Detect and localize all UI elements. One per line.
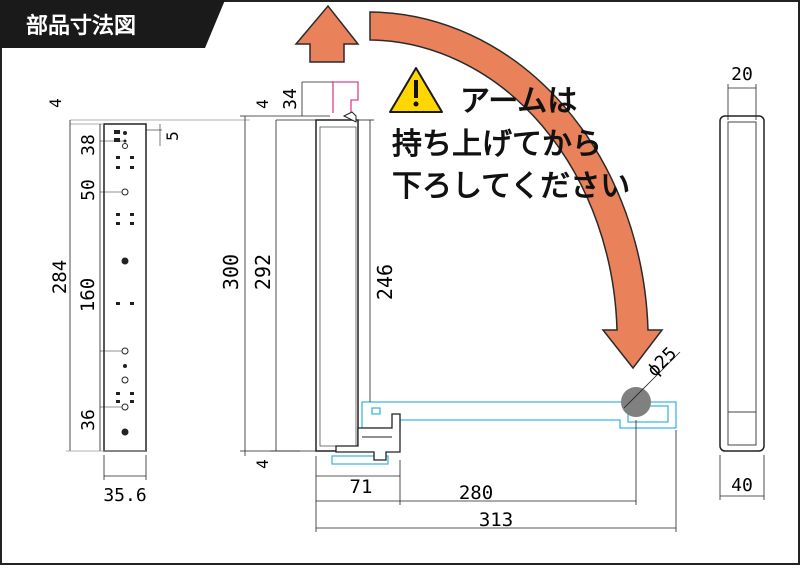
left-dim-284: 284	[49, 260, 71, 294]
left-dim-5: 5	[163, 131, 182, 141]
mid-dim-292: 292	[251, 254, 275, 290]
warning-icon	[389, 67, 443, 113]
header-background	[0, 0, 225, 48]
lift-arrow	[294, 4, 664, 370]
left-dim-top-4: 4	[46, 98, 65, 108]
right-dim-20: 20	[731, 64, 753, 85]
mid-dim-34: 34	[280, 88, 301, 110]
right-dim-40: 40	[731, 475, 753, 496]
side-dim-lines	[240, 81, 681, 532]
bracket-holes-solid	[121, 257, 129, 436]
header-title: 部品寸法図	[26, 13, 136, 39]
bracket-holes-open	[121, 143, 129, 411]
warning-line-1: アームは	[460, 84, 577, 119]
raised-arm-outline	[332, 81, 359, 113]
up-arrow	[294, 4, 360, 63]
warning-line-3: 下ろしてください	[392, 169, 630, 204]
bracket-plate	[103, 123, 147, 452]
left-dim-160: 160	[77, 278, 99, 312]
left-dim-50: 50	[78, 179, 99, 201]
mid-dim-300: 300	[219, 254, 243, 290]
mid-dim-280: 280	[459, 482, 493, 504]
mid-dim-313: 313	[479, 509, 513, 531]
header: 部品寸法図	[0, 0, 225, 48]
side-view: 4 34 300 292 246 4 71 280 313 ϕ25	[219, 81, 681, 532]
curved-arrow	[369, 11, 664, 370]
front-inner	[727, 121, 757, 446]
mid-dim-246: 246	[373, 264, 397, 300]
bracket-slots	[116, 156, 134, 403]
left-dim-35-6: 35.6	[103, 485, 146, 506]
warning-notice: アームは 持ち上げてから 下ろしてください	[389, 67, 630, 204]
knob	[621, 387, 651, 417]
bracket-view	[66, 119, 250, 480]
left-dim-38: 38	[78, 134, 99, 156]
left-dim-36: 36	[78, 409, 99, 431]
mid-dim-bottom-4: 4	[253, 459, 272, 469]
mid-dim-top-4: 4	[253, 99, 272, 109]
mid-dim-71: 71	[350, 476, 373, 498]
warning-line-2: 持ち上げてから	[392, 127, 602, 162]
body-inner	[319, 126, 357, 447]
mid-dim-phi25: ϕ25	[643, 343, 681, 381]
front-dim-lines	[719, 84, 765, 500]
front-view: 20 40	[719, 64, 765, 500]
